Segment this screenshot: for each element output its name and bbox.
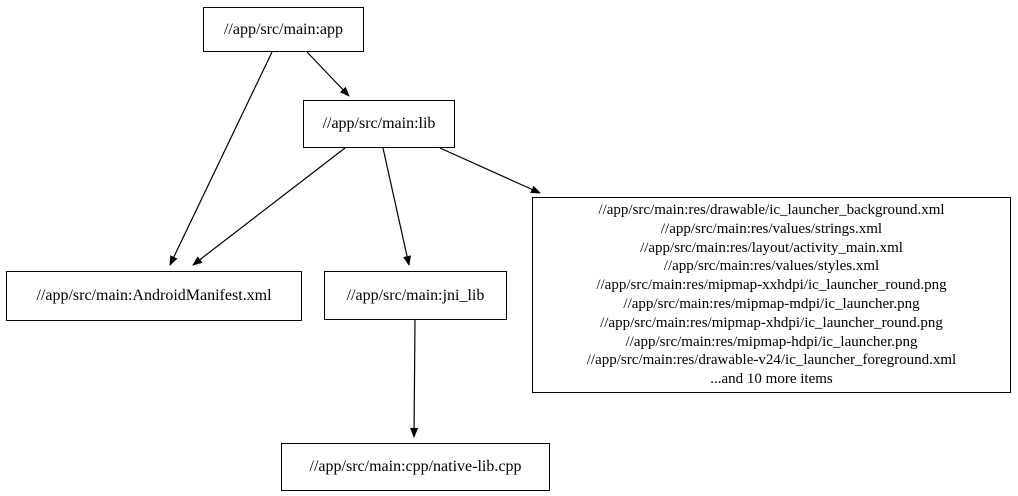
- resource-item: //app/src/main:res/mipmap-mdpi/ic_launch…: [623, 296, 920, 312]
- node-resources-group: //app/src/main:res/drawable/ic_launcher_…: [532, 197, 1011, 393]
- node-app-label: //app/src/main:app: [223, 20, 344, 38]
- resource-item: //app/src/main:res/mipmap-hdpi/ic_launch…: [625, 333, 918, 350]
- node-jni-lib-label: //app/src/main:jni_lib: [346, 286, 485, 304]
- edge-app-to-manifest: [169, 51, 273, 266]
- edge-lib-to-resources: [439, 147, 541, 194]
- edge-jni-lib-to-native-lib: [410, 319, 419, 438]
- edge-lib-to-manifest: [192, 147, 346, 266]
- node-lib-label: //app/src/main:lib: [322, 115, 436, 132]
- resource-item: //app/src/main:res/mipmap-xxhdpi/ic_laun…: [596, 277, 947, 294]
- resource-item: //app/src/main:res/layout/activity_main.…: [640, 239, 903, 256]
- edge-lib-to-jni-lib: [382, 147, 411, 266]
- resource-item: //app/src/main:res/drawable-v24/ic_launc…: [586, 352, 957, 369]
- node-android-manifest: //app/src/main:AndroidManifest.xml: [6, 271, 302, 321]
- node-lib: //app/src/main:lib: [303, 100, 455, 148]
- resource-item: //app/src/main:res/mipmap-xhdpi/ic_launc…: [600, 314, 943, 331]
- resource-item: //app/src/main:res/values/styles.xml: [663, 258, 880, 275]
- resource-item: //app/src/main:res/values/strings.xml: [660, 220, 883, 237]
- node-native-lib-cpp-label: //app/src/main:cpp/native-lib.cpp: [309, 458, 522, 475]
- node-app: //app/src/main:app: [203, 7, 364, 52]
- resource-more-items: ...and 10 more items: [710, 371, 833, 388]
- resource-item: //app/src/main:res/drawable/ic_launcher_…: [598, 202, 945, 219]
- node-android-manifest-label: //app/src/main:AndroidManifest.xml: [36, 287, 272, 304]
- node-native-lib-cpp: //app/src/main:cpp/native-lib.cpp: [281, 443, 550, 491]
- edge-app-to-lib: [306, 51, 350, 97]
- node-jni-lib: //app/src/main:jni_lib: [324, 271, 507, 320]
